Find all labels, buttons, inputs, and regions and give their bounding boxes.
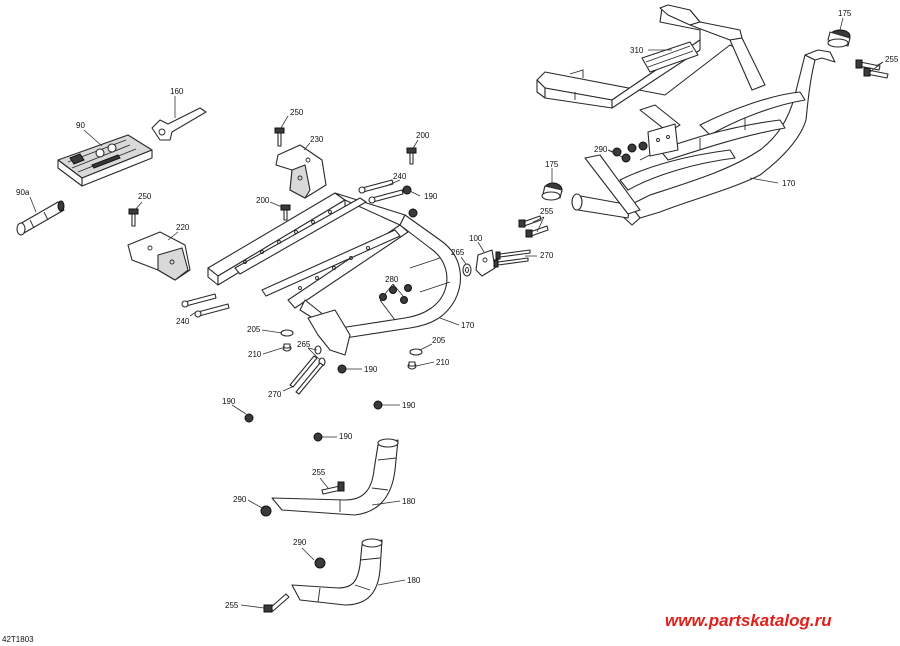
washer-205-left: [280, 329, 294, 337]
callout-290-right: 290: [594, 145, 608, 154]
bolts-270-mid: [493, 249, 531, 268]
callout-265-left: 265: [297, 340, 311, 349]
callout-270-mid: 270: [540, 251, 554, 260]
bolts-270-left: [289, 355, 324, 395]
nut-210-right: [407, 361, 417, 370]
callout-255-low: 255: [312, 468, 326, 477]
callout-290-bottom: 290: [293, 538, 307, 547]
callout-210-left: 210: [248, 350, 262, 359]
nut-190-b: [244, 413, 254, 423]
socket-wrench-90a: [16, 200, 65, 236]
callout-175-mid: 175: [545, 160, 559, 169]
callout-270-left: 270: [268, 390, 282, 399]
wrench-160: [151, 107, 207, 141]
callout-250-left: 250: [138, 192, 152, 201]
callout-175-top: 175: [838, 9, 852, 18]
nut-290-low: [260, 505, 272, 517]
callout-220: 220: [176, 223, 190, 232]
callout-170-center: 170: [461, 321, 475, 330]
callout-205-left: 205: [247, 325, 261, 334]
nut-210-left: [282, 343, 292, 352]
callout-255-mid: 255: [540, 207, 554, 216]
callout-100: 100: [469, 234, 483, 243]
callout-180-b: 180: [407, 576, 421, 585]
callout-190-a: 190: [364, 365, 378, 374]
bolt-255-low: [321, 481, 345, 495]
bolt-200-top: [406, 147, 417, 165]
end-cap-175-mid: [541, 182, 563, 201]
callout-170-right: 170: [782, 179, 796, 188]
callout-265-mid: 265: [451, 248, 465, 257]
beam-holes: [243, 210, 370, 290]
callout-160: 160: [170, 87, 184, 96]
callout-180-a: 180: [402, 497, 416, 506]
nut-190-d: [313, 432, 323, 442]
callout-200-top: 200: [416, 131, 430, 140]
washer-205-right: [409, 348, 423, 356]
callout-310: 310: [630, 46, 644, 55]
tool-kit-90: [57, 134, 153, 187]
callout-190-c: 190: [222, 397, 236, 406]
bracket-100: [475, 249, 496, 277]
bolts-255-top-right: [855, 59, 889, 79]
callout-240-left: 240: [176, 317, 190, 326]
handle-tube-180-upper: [271, 438, 399, 516]
nut-190-c: [373, 400, 383, 410]
bolt-255-bottom: [263, 593, 290, 613]
callout-205-right: 205: [432, 336, 446, 345]
callout-90a: 90a: [16, 188, 30, 197]
callout-190-top: 190: [424, 192, 438, 201]
bracket-230: [275, 144, 327, 199]
bracket-220: [127, 231, 191, 281]
bolt-250-mid: [274, 127, 285, 147]
callout-200-mid: 200: [256, 196, 270, 205]
bolts-255-mid: [518, 215, 549, 238]
diagram-id-label: 42T1803: [2, 635, 34, 644]
bolt-250-left: [128, 208, 139, 227]
pins-240-top: [358, 179, 404, 204]
callout-190-d: 190: [339, 432, 353, 441]
callout-255-bottom: 255: [225, 601, 239, 610]
bolt-200-mid: [280, 204, 291, 221]
callout-240-top: 240: [393, 172, 407, 181]
callout-255-top-right: 255: [885, 55, 899, 64]
leader-lines: [29, 17, 884, 609]
handle-tube-180-lower: [291, 538, 383, 606]
callout-190-b: 190: [402, 401, 416, 410]
callout-210-right: 210: [436, 358, 450, 367]
watermark-text: www.partskatalog.ru: [665, 611, 832, 630]
nuts-290-right: [612, 141, 648, 163]
callout-250-mid: 250: [290, 108, 304, 117]
callout-230: 230: [310, 135, 324, 144]
callout-280: 280: [385, 275, 399, 284]
callout-90: 90: [76, 121, 85, 130]
nuts-280: [379, 284, 412, 304]
callout-labels: 175 310 255 160 90 90a 250 230 200 240 1…: [16, 9, 899, 610]
callout-290-low: 290: [233, 495, 247, 504]
front-bumper-frame-170: [536, 4, 836, 226]
nut-290-bottom: [314, 557, 326, 569]
nut-190-a: [337, 364, 347, 374]
end-cap-175-top: [827, 29, 851, 48]
pins-240-left: [181, 293, 230, 318]
label-plate-310: [641, 41, 699, 73]
washer-265-mid: [462, 263, 472, 277]
nuts-190-top: [402, 185, 418, 218]
rear-rack-frame-170: [207, 192, 461, 356]
